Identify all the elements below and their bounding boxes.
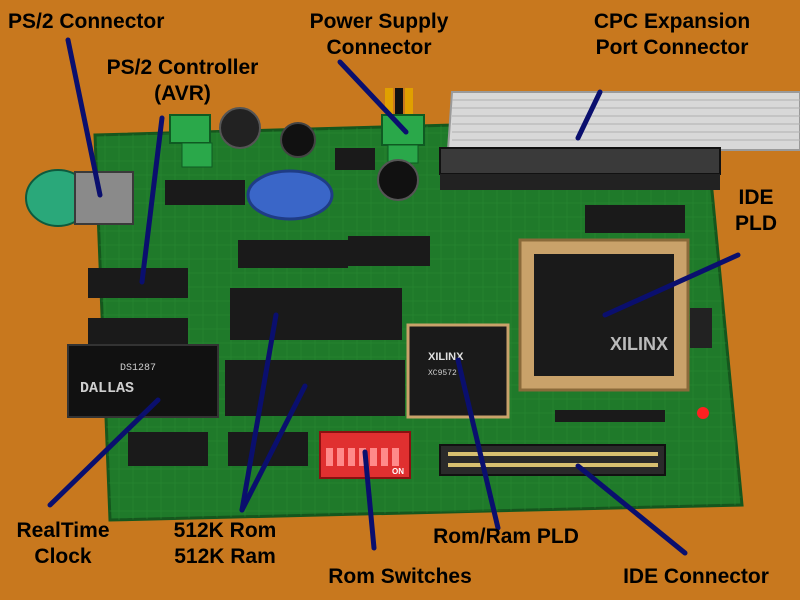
chip-ic9 bbox=[585, 205, 685, 233]
label-512k-rom-ram: 512K Rom 512K Ram bbox=[160, 518, 290, 570]
ps2-terminal-body bbox=[181, 142, 213, 168]
chip-small-1 bbox=[335, 148, 375, 170]
rom-ram-pld-chip bbox=[406, 323, 510, 419]
power-wires bbox=[385, 88, 413, 118]
label-rom-switches: Rom Switches bbox=[310, 564, 490, 590]
dallas-part-text: DS1287 bbox=[120, 363, 156, 374]
label-realtime-clock-line1: RealTime bbox=[16, 519, 110, 542]
label-power-supply: Power Supply Connector bbox=[295, 9, 463, 61]
label-cpc-expansion: CPC Expansion Port Connector bbox=[572, 9, 772, 61]
label-ide-connector-text: IDE Connector bbox=[623, 565, 769, 588]
label-cpc-expansion-line1: CPC Expansion bbox=[593, 10, 751, 33]
label-realtime-clock-line2: Clock bbox=[34, 545, 92, 568]
label-power-supply-line1: Power Supply bbox=[309, 10, 449, 33]
label-ps2-controller-line2: (AVR) bbox=[154, 82, 211, 105]
ps2-connector bbox=[74, 171, 134, 225]
label-rom-ram-pld: Rom/Ram PLD bbox=[415, 524, 597, 550]
pointer-ide-connector bbox=[575, 463, 688, 556]
dallas-brand-text: DALLAS bbox=[80, 380, 134, 397]
capacitor-3 bbox=[377, 159, 419, 201]
ps2-terminal-block bbox=[169, 114, 211, 144]
chip-ic10 bbox=[88, 318, 188, 344]
label-realtime-clock: RealTime Clock bbox=[4, 518, 122, 570]
label-ide-pld-line1: IDE bbox=[738, 186, 774, 209]
pointer-lines bbox=[47, 37, 741, 556]
ide-connector bbox=[439, 444, 666, 476]
xilinx-small-part: XC9572 bbox=[428, 369, 457, 378]
label-ps2-controller: PS/2 Controller (AVR) bbox=[95, 55, 270, 107]
chip-row-upper-2 bbox=[348, 236, 430, 266]
pointer-power-supply bbox=[337, 59, 409, 135]
pointer-ide-pld bbox=[602, 252, 741, 318]
pointer-ps2-controller bbox=[139, 115, 165, 285]
pointer-512k-ram bbox=[239, 383, 308, 513]
jtag-header bbox=[690, 308, 712, 348]
label-ps2-connector: PS/2 Connector bbox=[8, 9, 164, 35]
label-ps2-connector-text: PS/2 Connector bbox=[8, 10, 165, 33]
label-ide-pld-line2: PLD bbox=[735, 212, 777, 235]
chip-ic5 bbox=[128, 432, 208, 466]
pointer-rom-switches bbox=[362, 449, 377, 551]
label-power-supply-line2: Connector bbox=[326, 36, 432, 59]
label-rom-switches-text: Rom Switches bbox=[328, 565, 472, 588]
pointer-512k-rom bbox=[239, 312, 279, 513]
cpc-connector-base bbox=[440, 174, 720, 190]
capacitor-2 bbox=[280, 122, 316, 158]
label-ide-connector: IDE Connector bbox=[605, 564, 787, 590]
ribbon-stripes bbox=[452, 99, 800, 141]
cpc-expansion-connector bbox=[439, 147, 721, 175]
capacitor-1 bbox=[219, 107, 261, 149]
pointer-rom-ram-pld bbox=[455, 357, 501, 531]
dip-on-text: ON bbox=[392, 467, 404, 476]
label-512k-rom: 512K Rom bbox=[173, 519, 277, 542]
ide-pin-row bbox=[448, 452, 658, 467]
pointer-cpc-expansion bbox=[575, 89, 603, 141]
label-rom-ram-pld-text: Rom/Ram PLD bbox=[433, 525, 579, 548]
pointer-ps2-connector bbox=[65, 37, 103, 198]
label-cpc-expansion-line2: Port Connector bbox=[595, 36, 749, 59]
label-512k-ram: 512K Ram bbox=[174, 545, 276, 568]
ribbon-cable bbox=[446, 91, 800, 151]
label-ide-pld: IDE PLD bbox=[725, 185, 787, 237]
rom-512k-chip bbox=[230, 288, 402, 340]
xilinx-small-brand: XILINX bbox=[428, 351, 464, 363]
resistor-pack bbox=[555, 410, 665, 422]
chip-row-upper bbox=[238, 240, 348, 268]
avr-controller-chip bbox=[88, 268, 188, 298]
led-d3 bbox=[697, 407, 709, 419]
battery-holder bbox=[246, 169, 334, 221]
dip-switch-keys bbox=[326, 448, 399, 466]
ram-512k-chip bbox=[225, 360, 405, 416]
label-ps2-controller-line1: PS/2 Controller bbox=[106, 56, 259, 79]
dallas-rtc-chip bbox=[67, 344, 219, 418]
chip-ic13 bbox=[165, 180, 245, 205]
xilinx-large-brand: XILINX bbox=[610, 334, 668, 354]
pointer-realtime-clock bbox=[47, 397, 161, 508]
